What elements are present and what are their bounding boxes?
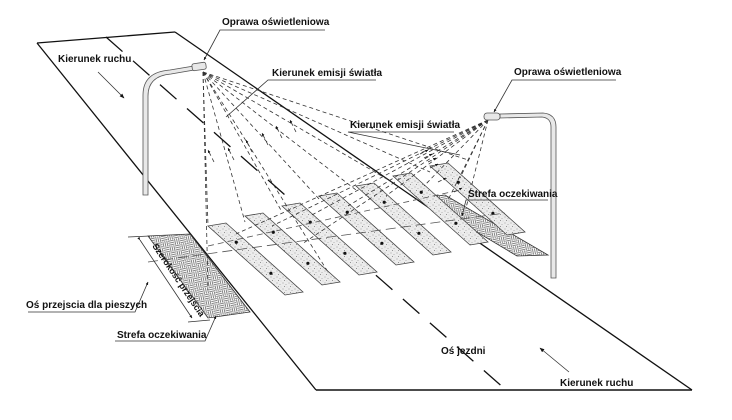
emission-left-label: Kierunek emisji światła: [272, 68, 382, 79]
crossing-stripe: [355, 182, 452, 256]
traffic-direction-top-label: Kierunek ruchu: [58, 54, 131, 65]
light-ray-left: [202, 71, 329, 273]
crossing-axis-line: [147, 212, 506, 263]
stripe-marker-dot: [454, 221, 458, 225]
light-ray-left: [202, 71, 209, 227]
stripe-marker-dot: [456, 180, 460, 184]
road-axis-label: Oś jezdni: [441, 346, 486, 357]
stripe-marker-dot: [271, 230, 275, 234]
luminaire-right-label: Oprawa oświetleniowa: [514, 67, 622, 78]
crossing-stripes: [207, 162, 526, 296]
light-ray-right: [271, 119, 489, 227]
dimension-arrow-icon: [137, 236, 193, 319]
pole-right-shaft: [499, 112, 557, 279]
crossing-stripe: [281, 202, 378, 276]
road-edge-left: [36, 42, 317, 391]
light-ray-arrow-left: [207, 149, 215, 163]
light-rays: [202, 71, 489, 291]
light-ray-left: [202, 71, 357, 191]
leader-crossing-axis: [28, 281, 149, 313]
crossing-stripe: [318, 192, 415, 266]
light-ray-left: [202, 71, 393, 183]
light-ray-left: [202, 71, 209, 291]
light-ray-left: [202, 71, 431, 173]
light-ray-right: [301, 119, 489, 245]
light-ray-right: [347, 119, 489, 207]
light-ray-left: [202, 71, 246, 223]
light-ray-arrow-left: [227, 147, 235, 161]
traffic-arrow-bottom-icon: [539, 347, 570, 373]
light-ray-arrow-right: [437, 177, 447, 183]
light-ray-arrow-right: [453, 187, 463, 193]
waiting-zone-right-label: Strefa oczekiwania: [468, 189, 558, 200]
light-ray-arrow-left: [261, 132, 269, 146]
leader-emission-left: [225, 79, 376, 118]
stripe-marker-dot: [343, 251, 347, 255]
stripe-marker-dot: [419, 190, 423, 194]
luminaire-right-icon: [483, 112, 501, 121]
light-pole-left: [142, 61, 207, 196]
stripe-marker-dot: [491, 211, 495, 215]
light-ray-right: [447, 119, 489, 201]
stripe-marker-dot: [382, 200, 386, 204]
leader-emission-right: [347, 131, 461, 156]
stripe-marker-dot: [269, 271, 273, 275]
crossing-stripe: [429, 162, 526, 236]
stripe-marker-dot: [417, 231, 421, 235]
luminaire-left-icon: [191, 61, 207, 72]
light-ray-left: [202, 71, 321, 201]
traffic-arrow-top-icon: [97, 71, 125, 99]
pole-left-shaft: [142, 65, 195, 196]
leader-waiting-zone-right: [461, 199, 548, 217]
waiting-zone-left-label: Strefa oczekiwania: [117, 330, 207, 341]
crossing-stripe: [392, 172, 489, 246]
crossing-axis-label: Oś przejscia dla pieszych: [26, 300, 147, 311]
emission-right-label: Kierunek emisji światła: [350, 120, 460, 131]
light-ray-arrow-right: [423, 153, 433, 159]
stripe-marker-dot: [380, 241, 384, 245]
light-ray-right: [465, 119, 489, 209]
traffic-direction-bottom-label: Kierunek ruchu: [560, 378, 633, 389]
leader-waiting-zone-left: [115, 315, 217, 342]
stripe-marker-dot: [234, 240, 238, 244]
leader-luminaire-left: [203, 29, 325, 61]
light-ray-left: [202, 71, 469, 161]
leader-luminaire-right: [493, 79, 616, 113]
light-ray-arrow-right: [429, 163, 439, 169]
stripe-marker-dot: [306, 261, 310, 265]
light-ray-arrow-left: [275, 125, 283, 139]
luminaire-left-label: Oprawa oświetleniowa: [222, 17, 330, 28]
light-ray-right: [423, 119, 489, 187]
crossing-axis-line-2: [207, 189, 461, 247]
light-ray-arrow-left: [245, 139, 253, 153]
light-ray-arrow-right: [427, 157, 437, 163]
light-ray-right: [385, 119, 489, 197]
crossing-stripe: [244, 212, 341, 286]
light-ray-left: [202, 71, 283, 213]
light-ray-arrow-right: [419, 149, 429, 155]
light-ray-right: [309, 119, 489, 217]
light-ray-arrow-left: [289, 119, 297, 133]
light-pole-right: [483, 112, 557, 279]
